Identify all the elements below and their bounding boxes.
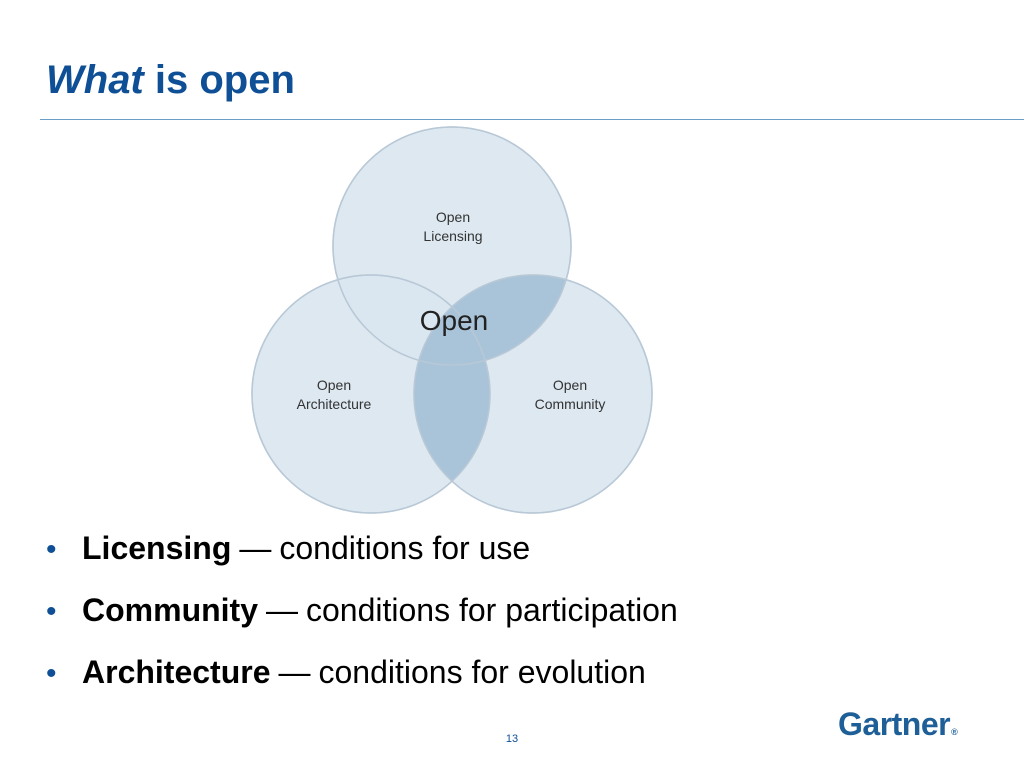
label-center-open: Open xyxy=(420,305,489,336)
logo-text: Gartner xyxy=(838,706,951,742)
gartner-logo: Gartner® xyxy=(838,706,958,743)
label-community-line1: Open xyxy=(553,377,587,393)
title-emphasis: What xyxy=(46,58,144,102)
bullet-list: • Licensing — conditions for use • Commu… xyxy=(46,530,678,716)
label-architecture-line1: Open xyxy=(317,377,351,393)
bullet-item: • Community — conditions for participati… xyxy=(46,592,678,654)
bullet-dash: — xyxy=(239,530,272,566)
bullet-item: • Architecture — conditions for evolutio… xyxy=(46,654,678,716)
title-rest: is open xyxy=(154,58,295,102)
slide-title: What is open xyxy=(46,58,295,103)
label-architecture-line2: Architecture xyxy=(297,396,372,412)
bullet-desc: conditions for use xyxy=(279,530,531,566)
title-divider xyxy=(40,119,1024,120)
overlap-top-right xyxy=(414,275,571,365)
page-number: 13 xyxy=(505,733,519,745)
bullet-term: Architecture xyxy=(82,654,271,690)
bullet-dot-icon: • xyxy=(46,657,57,690)
label-community-line2: Community xyxy=(535,396,606,412)
bullet-dot-icon: • xyxy=(46,533,57,566)
venn-diagram: Open Licensing Open Architecture Open Co… xyxy=(251,126,653,514)
bullet-term: Community xyxy=(82,592,258,628)
bullet-desc: conditions for participation xyxy=(306,592,678,628)
registered-mark: ® xyxy=(951,727,958,737)
label-licensing-line1: Open xyxy=(436,209,470,225)
bullet-desc: conditions for evolution xyxy=(318,654,646,690)
bullet-item: • Licensing — conditions for use xyxy=(46,530,678,592)
bullet-dash: — xyxy=(266,592,298,628)
bullet-dot-icon: • xyxy=(46,595,57,628)
bullet-term: Licensing xyxy=(82,530,232,566)
label-licensing-line2: Licensing xyxy=(423,228,482,244)
bullet-dash: — xyxy=(278,654,311,690)
